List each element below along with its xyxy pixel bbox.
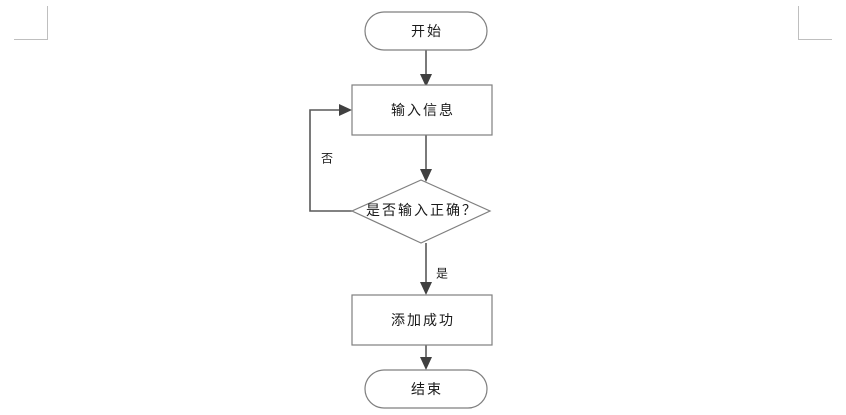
node-add-success[interactable]: 添加成功 (351, 294, 493, 346)
decision-label: 是否输入正确？ (366, 203, 478, 219)
edge-label-no: 否 (321, 152, 333, 166)
connector-start-to-input (420, 50, 432, 87)
start-label: 开始 (411, 24, 443, 40)
success-label: 添加成功 (391, 313, 455, 329)
node-start[interactable]: 开始 (364, 11, 488, 51)
start-shape (364, 11, 488, 51)
node-decision-input-correct[interactable]: 是否输入正确？ (350, 179, 492, 244)
node-input-information[interactable]: 输入信息 (351, 84, 493, 136)
input-shape (351, 84, 493, 136)
node-end[interactable]: 结束 (364, 369, 488, 409)
page-corner-mark-top-left (14, 6, 48, 40)
success-shape (351, 294, 493, 346)
end-label: 结束 (411, 382, 443, 398)
input-label: 输入信息 (391, 102, 455, 119)
connector-success-to-end (420, 345, 432, 370)
connector-decision-to-input-loop (309, 104, 352, 212)
edge-label-yes: 是 (436, 267, 448, 281)
connector-input-to-decision (420, 135, 432, 182)
end-shape (364, 369, 488, 409)
decision-shape (350, 179, 492, 244)
page-corner-mark-top-right (798, 6, 832, 40)
connector-decision-to-success (420, 243, 432, 295)
